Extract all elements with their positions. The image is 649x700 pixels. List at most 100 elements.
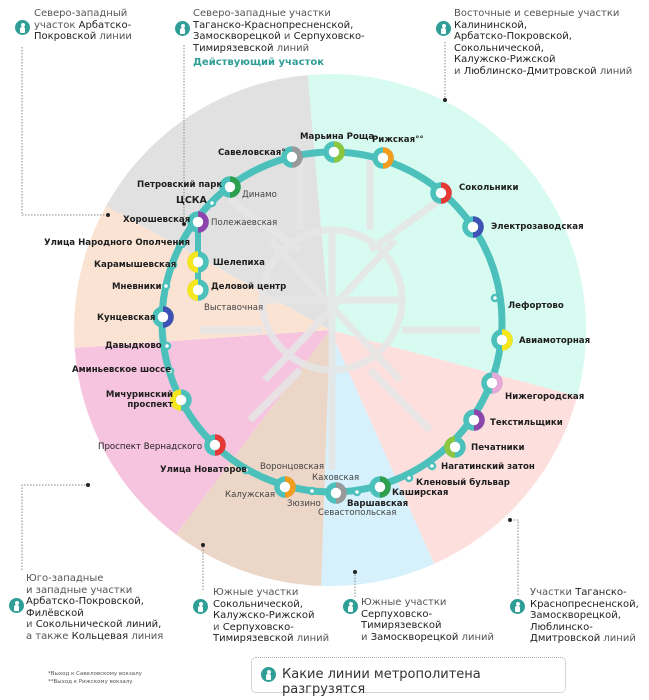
station-label[interactable]: Калужская [225,490,276,500]
station-marker[interactable] [162,341,172,351]
station-marker[interactable] [481,372,503,394]
station-marker[interactable] [219,176,241,198]
station-marker[interactable] [323,141,345,163]
station-marker[interactable] [177,239,187,249]
station-label[interactable]: Кунцевская [97,313,156,323]
station-label[interactable]: Электрозаводская [491,222,584,232]
leader-lines [21,42,519,597]
legend-title: Какие линии метрополитена разгрузятся [282,667,481,697]
station-marker[interactable] [444,436,466,458]
station-label[interactable]: Петровский парк [137,180,223,190]
station-label[interactable]: Зюзино [287,499,321,509]
note-southwest: Юго-западные и западные участки Арбатско… [26,573,163,642]
background-metro-map [200,160,480,470]
note-line: Дмитровской [530,633,601,644]
station-label[interactable]: Аминьевское шоссе [72,365,172,375]
note-line: Люблинско-Дмитровской [463,65,597,77]
station-marker[interactable] [274,476,296,498]
station-marker[interactable] [187,251,209,273]
leader-dots [86,98,512,574]
note-south-1: Южные участки Сокольнической, Калужско-Р… [213,587,329,645]
station-marker[interactable] [490,293,500,303]
note-line: Сокольнической линий, [35,619,162,630]
station-marker[interactable] [427,461,437,471]
station-marker[interactable] [281,146,303,168]
note-text: и [26,619,33,630]
station-label[interactable]: Мичуринский проспект [105,390,173,410]
station-marker[interactable] [430,182,452,204]
station-label[interactable]: Рижская°° [372,135,424,145]
note-text: линий [461,631,495,643]
station-label[interactable]: Мневники [112,282,162,292]
note-line: Тимирязевской [361,620,442,631]
station-label[interactable]: Полежаевская [211,218,278,228]
station-marker[interactable] [187,279,209,301]
station-marker[interactable] [161,281,171,291]
station-label[interactable]: Давыдково [105,341,162,351]
station-label[interactable]: Кленовый бульвар [416,478,510,488]
station-label[interactable]: Улица Новаторов [160,465,247,475]
station-label[interactable]: Варшавская [347,499,409,509]
station-label[interactable]: Хорошевская [123,215,191,225]
station-marker[interactable] [307,486,317,496]
transfer-line-segment [491,372,503,394]
sector-blue [321,330,435,586]
station-label[interactable]: Текстильщики [490,418,563,428]
station-label[interactable]: Улица Народного Ополчения [44,238,190,248]
station-label[interactable]: Нижегородская [505,392,585,402]
station-marker[interactable] [352,487,362,497]
station-label[interactable]: Марьина Роща [300,132,375,142]
station-label[interactable]: Динамо [242,190,277,200]
note-text: линий [603,633,636,644]
station-marker[interactable] [462,216,484,238]
note-line: Замоскворецкой [370,631,459,643]
station-label[interactable]: Выставочная [204,303,264,313]
station-marker[interactable] [187,211,209,233]
footnote: *Выход к Савеловскому вокзалу [48,671,142,677]
transfer-line-segment [214,434,226,456]
station-marker[interactable] [372,147,394,169]
station-label[interactable]: Сокольники [459,183,519,193]
station-label[interactable]: Карамышевская [94,260,177,270]
transfer-line-segment [284,476,296,498]
station-marker[interactable] [241,465,251,475]
note-line: Замоскворецкой [193,31,281,42]
sector-tan [175,330,330,586]
station-marker[interactable] [404,473,414,483]
station-marker[interactable] [152,306,174,328]
person-icon [9,598,24,613]
station-marker[interactable] [170,389,192,411]
note-line: Сокольнической, [454,42,544,54]
note-line: Арбатско- [78,19,132,31]
transfer-line-segment [197,211,209,233]
transfer-line-segment [170,389,182,411]
station-label[interactable]: Авиамоторная [519,336,591,346]
station-label[interactable]: Каховская [312,473,360,483]
station-label[interactable]: Каширская [392,488,449,498]
note-southeast: Участки Таганско- Краснопресненской, Зам… [530,587,639,645]
station-marker[interactable] [491,329,513,351]
station-label[interactable]: Шелепиха [213,258,265,268]
station-marker[interactable] [165,366,175,376]
station-label[interactable]: Нагатинский затон [441,462,535,472]
station-marker[interactable] [463,409,485,431]
footnote: **Выход к Рижскому вокзалу [48,679,133,685]
station-label[interactable]: Савеловская° [218,148,286,158]
note-text: линия [131,630,164,642]
footnotes: *Выход к Савеловскому вокзалу **Выход к … [48,670,142,686]
station-label[interactable]: ЦСКА [176,195,207,206]
station-label[interactable]: Севастопольская [318,508,397,518]
station-marker[interactable] [369,476,391,498]
note-line: Калужско-Рижской [213,610,315,621]
station-label[interactable]: Деловой центр [211,282,287,292]
station-label[interactable]: Проспект Вернадского [98,442,203,452]
station-marker[interactable] [325,482,347,504]
person-icon [343,599,358,614]
station-label[interactable]: Печатники [471,443,525,453]
station-label[interactable]: Лефортово [508,301,564,311]
station-label[interactable]: Воронцовская [260,462,325,472]
note-text: линий [296,633,330,644]
station-marker[interactable] [207,198,217,208]
station-marker[interactable] [204,434,226,456]
station-marker[interactable] [168,260,178,270]
